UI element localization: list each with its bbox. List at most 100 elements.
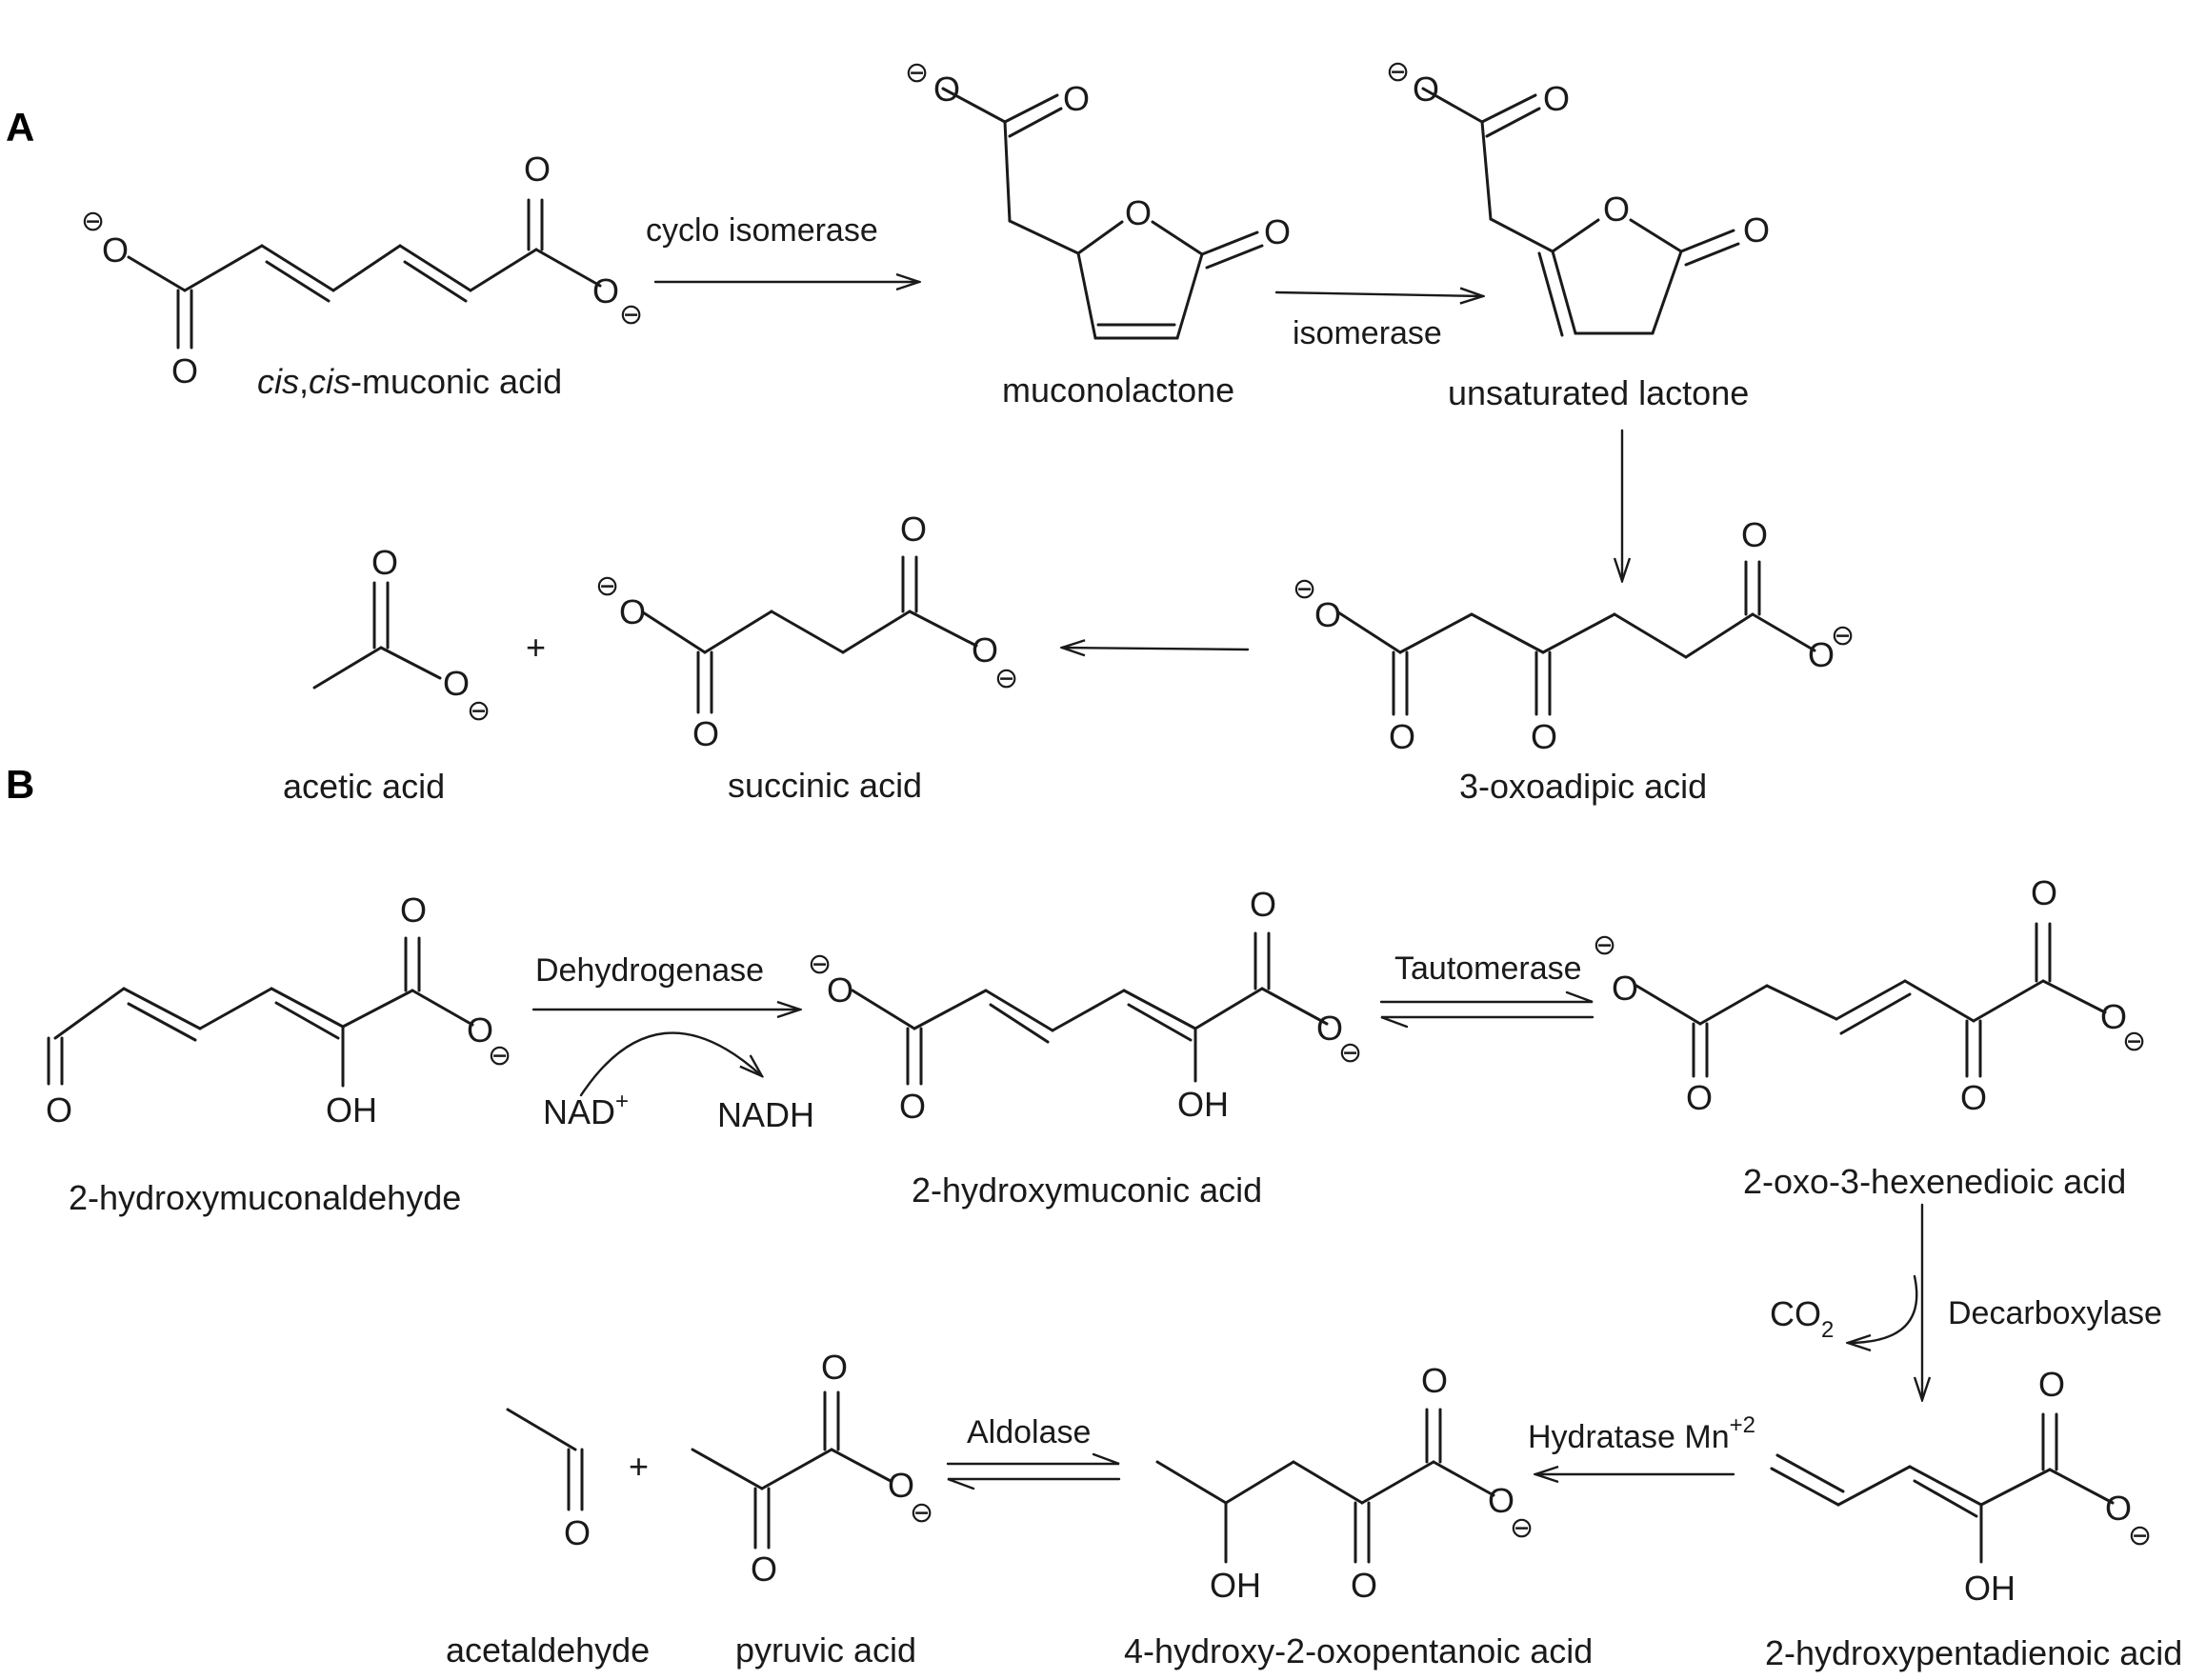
enzyme-isomerase: isomerase: [1293, 315, 1442, 351]
enzyme-tautomerase: Tautomerase: [1394, 950, 1582, 987]
cofactor-co2-main: CO: [1770, 1294, 1821, 1333]
reaction-arrow-to-succinic: [1062, 648, 1250, 650]
atom-o-carbonyl: O: [2038, 1365, 2065, 1404]
atom-o-carbonyl-right: O: [900, 510, 927, 549]
enzyme-dehydrogenase: Dehydrogenase: [535, 952, 764, 989]
atom-o-lactone: O: [1264, 212, 1291, 251]
atom-o-carbonyl: O: [1421, 1361, 1448, 1400]
atom-o-carbonyl: O: [821, 1348, 848, 1387]
atom-o-carbonyl-left: O: [899, 1087, 926, 1126]
atom-o-carbonyl-right: O: [1741, 515, 1768, 554]
atom-o-carbonyl-left: O: [692, 714, 719, 753]
atom-o-anion: O: [933, 70, 960, 109]
charge-minus: ⊖: [2128, 1520, 2152, 1551]
atom-o-carbonyl-left: O: [171, 351, 198, 390]
label-2-hydroxypentadienoic-acid: 2-hydroxypentadienoic acid: [1765, 1633, 2182, 1672]
molecule-succinic-acid: O ⊖ O O O ⊖: [595, 510, 1018, 753]
atom-o-keto: O: [1960, 1078, 1987, 1117]
molecule-3-oxoadipic-acid: O ⊖ O O O O ⊖: [1293, 515, 1855, 756]
atom-o-carbonyl-right: O: [524, 150, 551, 189]
atom-o-lactone: O: [1743, 210, 1770, 250]
molecule-2-hydroxymuconaldehyde: O OH O O ⊖: [46, 890, 511, 1130]
equilibrium-arrow-forward: [1379, 990, 1594, 1004]
panel-label-b: B: [6, 762, 34, 807]
charge-minus-left: ⊖: [595, 570, 619, 602]
molecule-acetic-acid: O O ⊖: [312, 543, 491, 727]
atom-o-keto: O: [1531, 717, 1557, 756]
charge-minus-left: ⊖: [1593, 930, 1616, 961]
atom-o-anion-left: O: [1314, 595, 1341, 634]
atom-o-anion-left: O: [827, 970, 853, 1010]
charge-minus-left: ⊖: [81, 206, 105, 237]
cofactor-co2: CO2: [1770, 1294, 1834, 1343]
atom-o-carbonyl-left: O: [1389, 717, 1415, 756]
atom-o-keto: O: [751, 1550, 777, 1589]
atom-o-anion: O: [2105, 1489, 2132, 1528]
atom-o-keto: O: [1351, 1566, 1377, 1605]
molecule-cis-cis-muconic-acid: O O ⊖ O O ⊖: [81, 150, 643, 390]
enzyme-cyclo-isomerase: cyclo isomerase: [646, 212, 878, 249]
molecule-2-oxo-3-hexenedioic-acid: O ⊖ O O O O ⊖: [1593, 873, 2146, 1117]
charge-minus: ⊖: [1386, 56, 1410, 88]
atom-oh: OH: [1964, 1569, 2015, 1608]
atom-o-anion: O: [443, 664, 470, 703]
cofactor-nad-text: NAD: [543, 1092, 615, 1131]
charge-minus: ⊖: [1510, 1512, 1534, 1544]
atom-o-anion: O: [888, 1466, 914, 1505]
atom-oh: OH: [326, 1090, 377, 1130]
atom-o-aldehyde: O: [564, 1513, 591, 1552]
label-4-hydroxy-2-oxopentanoic-acid: 4-hydroxy-2-oxopentanoic acid: [1124, 1631, 1593, 1670]
charge-minus: ⊖: [467, 695, 491, 727]
reaction-arrow-isomerase: [1274, 292, 1483, 296]
equilibrium-arrow-reverse: [947, 1477, 1121, 1490]
plus-sign: +: [526, 628, 546, 667]
label-succinic-acid: succinic acid: [728, 766, 922, 805]
atom-o-anion-left: O: [1612, 969, 1638, 1008]
atom-o-anion: O: [1488, 1481, 1514, 1520]
label-muconic-suffix: -muconic acid: [351, 362, 562, 401]
charge-minus-right: ⊖: [619, 299, 643, 330]
charge-minus-left: ⊖: [808, 949, 832, 980]
atom-oh: OH: [1177, 1085, 1229, 1124]
molecule-2-hydroxymuconic-acid: O ⊖ O OH O O ⊖: [808, 885, 1362, 1126]
equilibrium-arrow-forward: [946, 1452, 1120, 1466]
molecule-unsaturated-lactone: O ⊖ O O O: [1386, 56, 1770, 337]
enzyme-decarboxylase: Decarboxylase: [1948, 1295, 2162, 1331]
charge-minus: ⊖: [905, 57, 929, 89]
atom-o-anion: O: [467, 1010, 493, 1050]
label-3-oxoadipic-acid: 3-oxoadipic acid: [1459, 767, 1707, 806]
cofactor-co2-sub: 2: [1821, 1317, 1834, 1343]
co2-release-arrow: [1848, 1274, 1918, 1343]
label-cis-cis-muconic-acid: cis,cis-muconic acid: [257, 362, 562, 401]
molecule-2-hydroxypentadienoic-acid: O O ⊖ OH: [1770, 1365, 2152, 1608]
charge-minus-right: ⊖: [994, 663, 1018, 694]
molecule-4-hydroxy-2-oxopentanoic-acid: O O ⊖ O OH: [1155, 1361, 1534, 1605]
cofactor-curved-arrow: [579, 1031, 762, 1097]
label-2-oxo-3-hexenedioic-acid: 2-oxo-3-hexenedioic acid: [1743, 1162, 2126, 1201]
enzyme-hydratase-text: Hydratase Mn: [1528, 1419, 1730, 1455]
label-cis-prefix-1: cis: [257, 362, 299, 401]
charge-minus-right: ⊖: [1831, 620, 1855, 651]
cofactor-nadh: NADH: [717, 1095, 814, 1134]
charge-minus: ⊖: [488, 1040, 511, 1071]
atom-o-carbonyl-left: O: [1686, 1078, 1713, 1117]
cofactor-nad: NAD+: [543, 1089, 629, 1131]
charge-minus-left: ⊖: [1293, 573, 1316, 605]
charge-minus-right: ⊖: [1338, 1037, 1362, 1069]
atom-o-carbonyl: O: [1063, 79, 1090, 118]
label-2-hydroxymuconic-acid: 2-hydroxymuconic acid: [912, 1170, 1262, 1210]
atom-o-anion-left: O: [619, 592, 646, 631]
atom-o-carbonyl: O: [1543, 79, 1570, 118]
atom-o-anion-left: O: [102, 230, 129, 270]
label-pyruvic-acid: pyruvic acid: [735, 1630, 916, 1670]
atom-o-anion: O: [1413, 70, 1439, 109]
atom-o-aldehyde: O: [46, 1090, 72, 1130]
enzyme-aldolase: Aldolase: [967, 1414, 1091, 1450]
label-cis-prefix-2: cis: [309, 362, 351, 401]
enzyme-hydratase-charge: +2: [1730, 1412, 1755, 1438]
cofactor-nad-charge: +: [615, 1089, 629, 1114]
plus-sign: +: [629, 1447, 649, 1486]
atom-o-anion-right: O: [1808, 635, 1835, 674]
